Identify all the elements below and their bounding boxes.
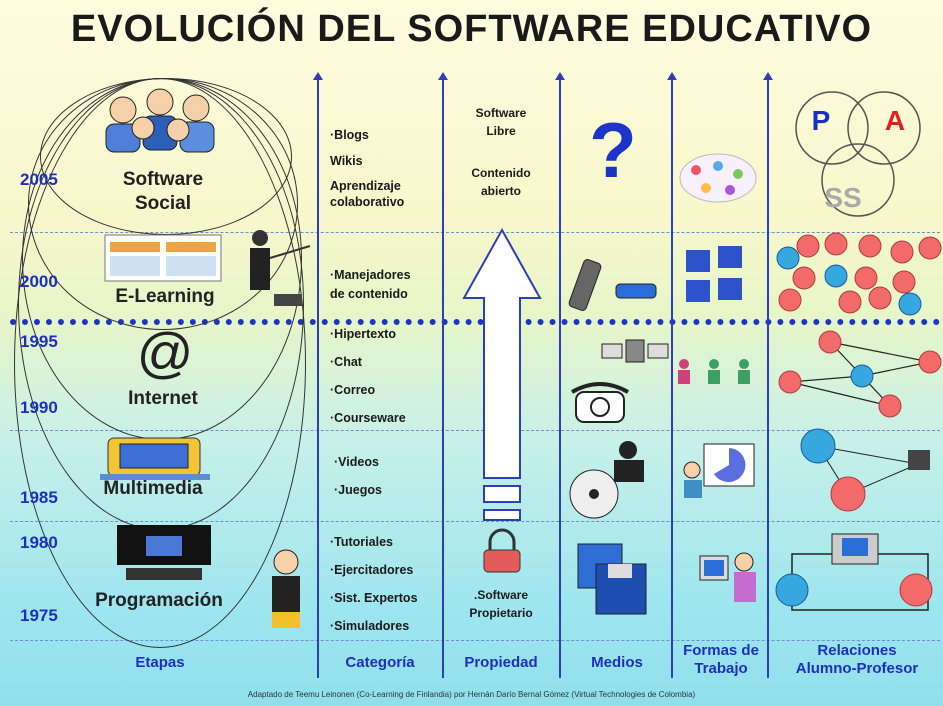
stage-label-programacion: Programación bbox=[95, 590, 223, 611]
column-divider-arrow bbox=[763, 72, 773, 678]
column-header-line: Trabajo bbox=[694, 660, 748, 677]
year-label: 1995 bbox=[20, 332, 58, 351]
relations-venn-diagram bbox=[795, 91, 921, 217]
category-item: ·Sist. Expertos bbox=[330, 591, 418, 605]
property-propietario: .Software Propietario bbox=[452, 586, 550, 622]
year-label: 1990 bbox=[20, 398, 58, 417]
year-1995-divider bbox=[10, 319, 940, 325]
stage-oval-programacion bbox=[14, 78, 306, 648]
column-header-relaciones: Relaciones Alumno-Profesor bbox=[774, 642, 940, 678]
stage-label-elearning: E-Learning bbox=[115, 286, 215, 307]
property-text: .Software bbox=[473, 588, 528, 602]
property-libre: Software Libre bbox=[452, 104, 550, 140]
category-item: ·Videos bbox=[334, 455, 379, 469]
column-header-line: Relaciones bbox=[817, 642, 897, 659]
column-header-medios: Medios bbox=[591, 654, 643, 671]
computer-user-icon bbox=[699, 552, 756, 602]
year-label: 1975 bbox=[20, 606, 58, 625]
people-team-icon bbox=[678, 359, 750, 384]
year-label: 2000 bbox=[20, 272, 58, 291]
credits-footer: Adaptado de Teemu Leinonen (Co-Learning … bbox=[247, 690, 696, 699]
network-relation-icon bbox=[778, 330, 942, 418]
category-item: ·Manejadores bbox=[330, 268, 411, 282]
category-item: ·Simuladores bbox=[330, 619, 410, 633]
column-header-etapas: Etapas bbox=[135, 654, 185, 671]
column-divider-arrow bbox=[313, 72, 323, 678]
property-abierto: Contenido abierto bbox=[452, 164, 550, 200]
category-programacion: ·Tutoriales ·Ejercitadores ·Sist. Expert… bbox=[330, 528, 418, 640]
column-divider-arrow bbox=[555, 72, 565, 678]
stage-label-multimedia: Multimedia bbox=[103, 478, 203, 499]
telephone-icon bbox=[571, 382, 629, 423]
category-item: Aprendizaje bbox=[330, 179, 401, 193]
people-group-icon bbox=[105, 88, 215, 153]
venn-letter-a: A bbox=[884, 105, 906, 136]
padlock-icon bbox=[483, 528, 521, 573]
computer-mediated-relation-icon bbox=[775, 533, 933, 611]
floppy-disks-icon bbox=[577, 543, 647, 615]
category-item: ·Juegos bbox=[334, 483, 382, 497]
category-item: ·Courseware bbox=[330, 411, 406, 425]
column-header-propiedad: Propiedad bbox=[464, 654, 538, 671]
multimedia-computer-icon bbox=[100, 437, 210, 480]
many-to-many-relation-icon bbox=[776, 232, 942, 316]
year-label: 1985 bbox=[20, 488, 58, 507]
question-mark-icon: ? bbox=[589, 106, 637, 194]
category-elearning: ·Manejadores de contenido bbox=[330, 266, 411, 304]
column-header-formas: Formas de Trabajo bbox=[673, 642, 769, 678]
elearning-screen-icon bbox=[104, 234, 222, 282]
property-text: Libre bbox=[486, 124, 516, 138]
venn-letters-ss: SS bbox=[824, 182, 862, 213]
row-separator bbox=[10, 430, 940, 431]
slide-title: EVOLUCIÓN DEL SOFTWARE EDUCATIVO bbox=[70, 8, 873, 50]
category-item: ·Blogs bbox=[330, 128, 369, 142]
at-sign-icon: @ bbox=[136, 321, 194, 384]
column-header-categoria: Categoría bbox=[345, 654, 415, 671]
column-divider-arrow bbox=[667, 72, 677, 678]
presentation-chart-icon bbox=[683, 443, 755, 498]
stage-label-social: Software Social bbox=[122, 169, 204, 214]
column-divider-arrow bbox=[438, 72, 448, 678]
year-label: 1980 bbox=[20, 533, 58, 552]
category-internet: ·Hipertexto ·Chat ·Correo ·Courseware bbox=[330, 320, 406, 432]
property-text: abierto bbox=[480, 184, 521, 198]
cd-disc-icon bbox=[569, 441, 644, 519]
property-text: Contenido bbox=[471, 166, 531, 180]
property-text: Propietario bbox=[469, 606, 533, 620]
programmer-computer-icon bbox=[117, 525, 211, 580]
mind-map-icon bbox=[679, 153, 757, 203]
venn-letter-p: P bbox=[811, 105, 831, 136]
column-header-line: Formas de bbox=[683, 642, 759, 659]
row-separator bbox=[10, 521, 940, 522]
category-social: ·Blogs Wikis Aprendizaje colaborativo bbox=[330, 122, 404, 210]
teacher-student-relation-icon bbox=[800, 428, 930, 512]
row-separator bbox=[10, 232, 940, 233]
satellite-icon bbox=[601, 339, 669, 363]
category-multimedia: ·Videos ·Juegos bbox=[334, 448, 382, 504]
category-item: de contenido bbox=[330, 287, 408, 301]
row-separator bbox=[10, 640, 940, 641]
openness-up-arrow-icon bbox=[462, 227, 542, 521]
category-item: Wikis bbox=[330, 154, 363, 168]
category-item: ·Ejercitadores bbox=[330, 563, 414, 577]
year-label: 2005 bbox=[20, 170, 58, 189]
column-header-line: Alumno-Profesor bbox=[795, 660, 919, 677]
category-item: ·Correo bbox=[330, 383, 376, 397]
property-text: Software bbox=[475, 106, 527, 120]
category-item: colaborativo bbox=[330, 195, 405, 209]
networked-faces-icon bbox=[686, 246, 742, 302]
mobile-phone-usb-icon bbox=[568, 259, 657, 311]
category-item: ·Chat bbox=[330, 355, 362, 369]
teacher-pointer-icon bbox=[250, 230, 311, 306]
category-item: ·Hipertexto bbox=[330, 327, 396, 341]
stage-label-internet: Internet bbox=[128, 388, 198, 409]
cartoon-student-icon bbox=[272, 549, 300, 628]
category-item: ·Tutoriales bbox=[330, 535, 393, 549]
